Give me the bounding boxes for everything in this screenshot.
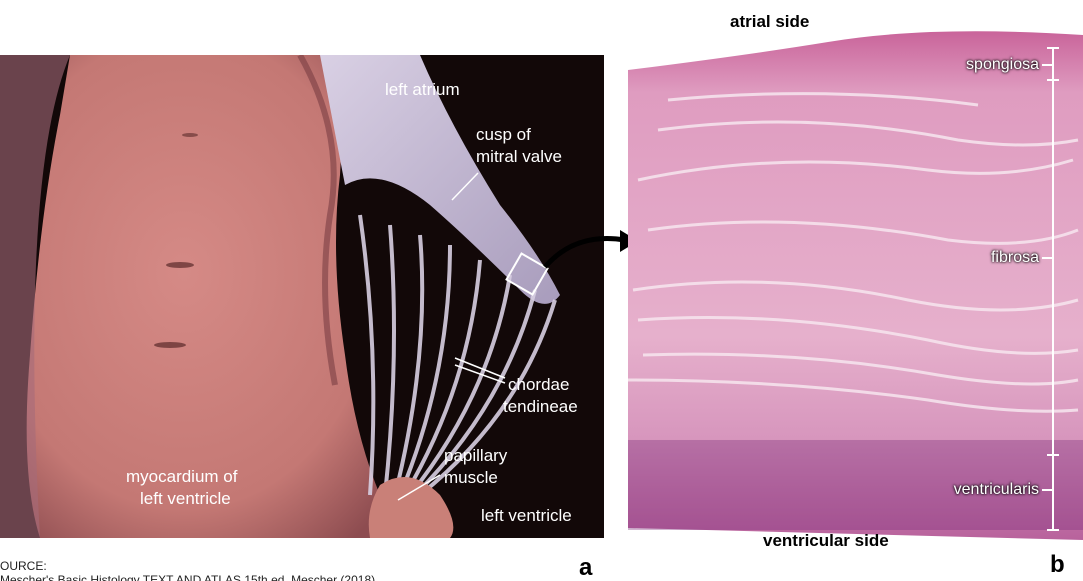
- myocardium-wall: [26, 55, 421, 538]
- ventricular-side-label: ventricular side: [763, 531, 889, 550]
- cusp-label-line2: mitral valve: [476, 147, 562, 166]
- fibrosa-label: fibrosa: [990, 249, 1039, 266]
- ventricularis-label: ventricularis: [953, 481, 1039, 498]
- gross-specimen-photo: left atrium cusp of mitral valve chordae…: [0, 55, 604, 538]
- left-atrium-label: left atrium: [385, 80, 460, 99]
- magnification-arrow: [543, 230, 638, 269]
- chordae-tendineae-strands: [358, 214, 557, 497]
- chordae-label-line1: chordae: [508, 375, 570, 394]
- atrial-side-label: atrial side: [730, 12, 810, 31]
- tissue-layers: [628, 31, 1083, 540]
- chordae-label-line2: tendineae: [503, 397, 578, 416]
- papillary-label-line1: papillary: [444, 446, 508, 465]
- collagen-fibers: [628, 92, 1079, 413]
- magnified-region-box: [505, 252, 549, 296]
- panel-letter-a: a: [579, 554, 593, 581]
- mitral-valve-cusp: [320, 55, 560, 304]
- histology-micrograph: spongiosa fibrosa ventricularis: [628, 0, 1083, 540]
- source-citation: Mescher's Basic Histology TEXT AND ATLAS…: [0, 573, 376, 581]
- myocardium-label-line2: left ventricle: [140, 489, 231, 508]
- spongiosa-label: spongiosa: [966, 56, 1039, 73]
- papillary-label-line2: muscle: [444, 468, 498, 487]
- valve-tissue-section: [628, 0, 1083, 540]
- source-label: OURCE:: [0, 559, 47, 573]
- papillary-muscle: [368, 477, 454, 538]
- myocardium-label-line1: myocardium of: [126, 467, 238, 486]
- cusp-label-line1: cusp of: [476, 125, 531, 144]
- heart-specimen-illustration: [0, 55, 604, 538]
- left-ventricle-label: left ventricle: [481, 506, 572, 525]
- panel-letter-b: b: [1050, 551, 1065, 578]
